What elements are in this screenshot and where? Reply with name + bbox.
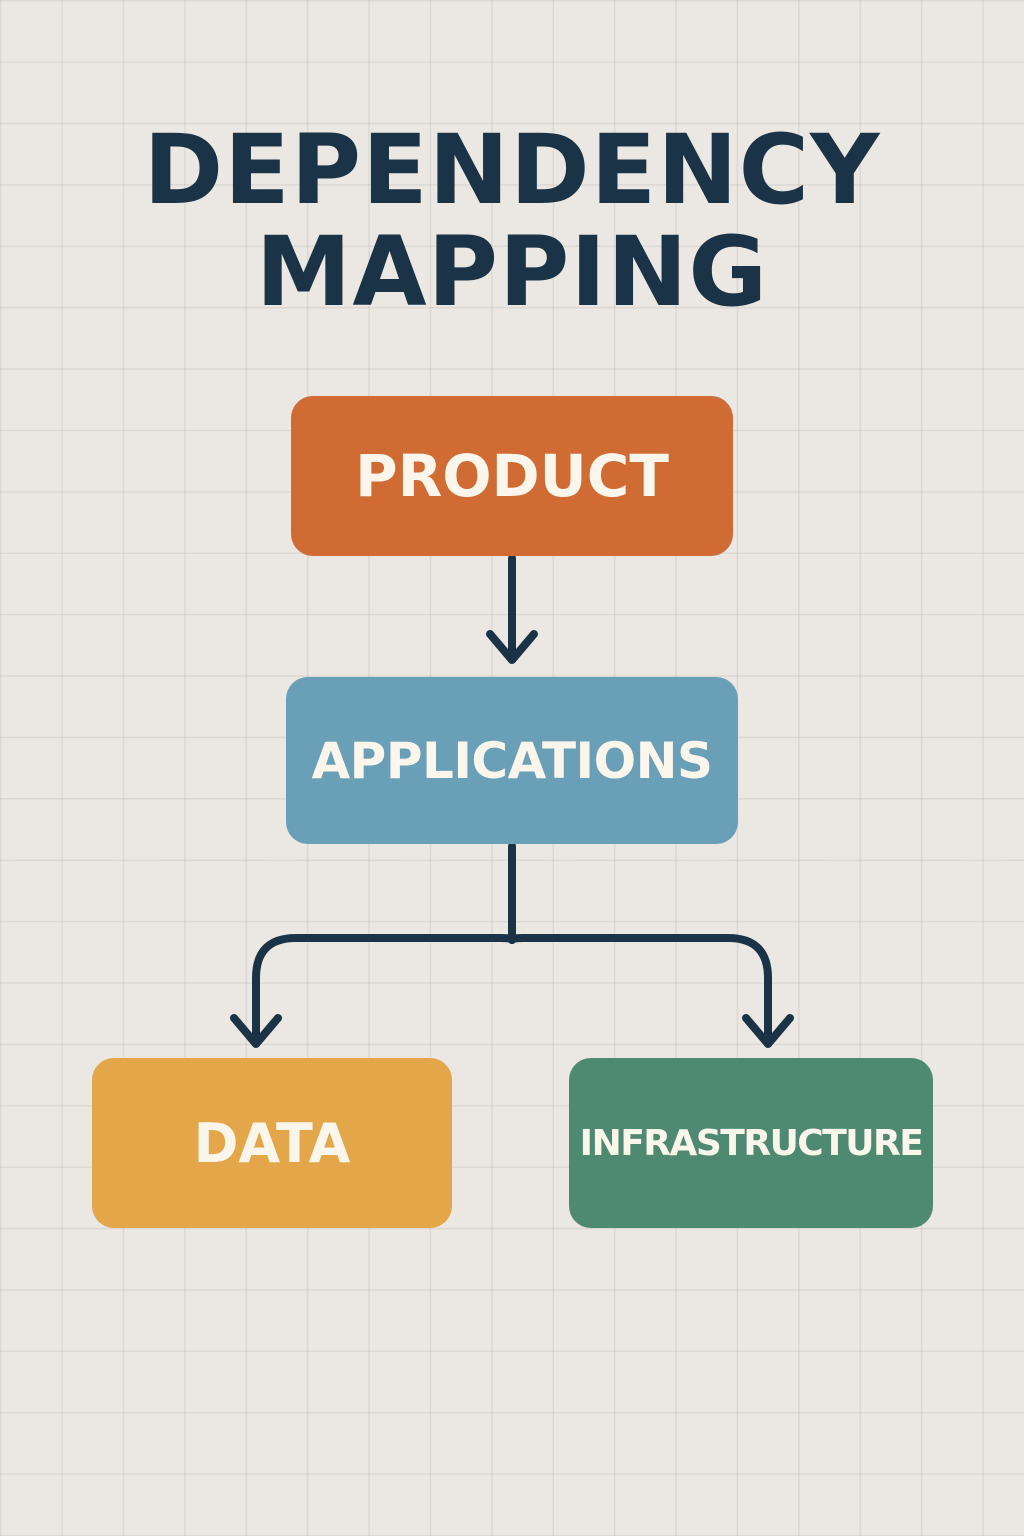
- edge-applications-data: [252, 934, 516, 1044]
- node-applications: APPLICATIONS: [286, 677, 738, 844]
- node-infrastructure-label: INFRASTRUCTURE: [579, 1122, 924, 1164]
- arrowhead-applications: [486, 630, 538, 664]
- title-line-2: MAPPING: [255, 216, 769, 328]
- node-data: DATA: [92, 1058, 452, 1228]
- node-product-label: PRODUCT: [355, 442, 669, 510]
- node-product: PRODUCT: [291, 396, 733, 556]
- node-infrastructure: INFRASTRUCTURE: [569, 1058, 933, 1228]
- node-data-label: DATA: [193, 1111, 351, 1175]
- node-applications-label: APPLICATIONS: [311, 731, 713, 790]
- title-line-1: DEPENDENCY: [143, 114, 881, 226]
- edge-applications-infrastructure: [508, 934, 772, 1044]
- arrowhead-infrastructure: [742, 1014, 794, 1048]
- arrowhead-data: [230, 1014, 282, 1048]
